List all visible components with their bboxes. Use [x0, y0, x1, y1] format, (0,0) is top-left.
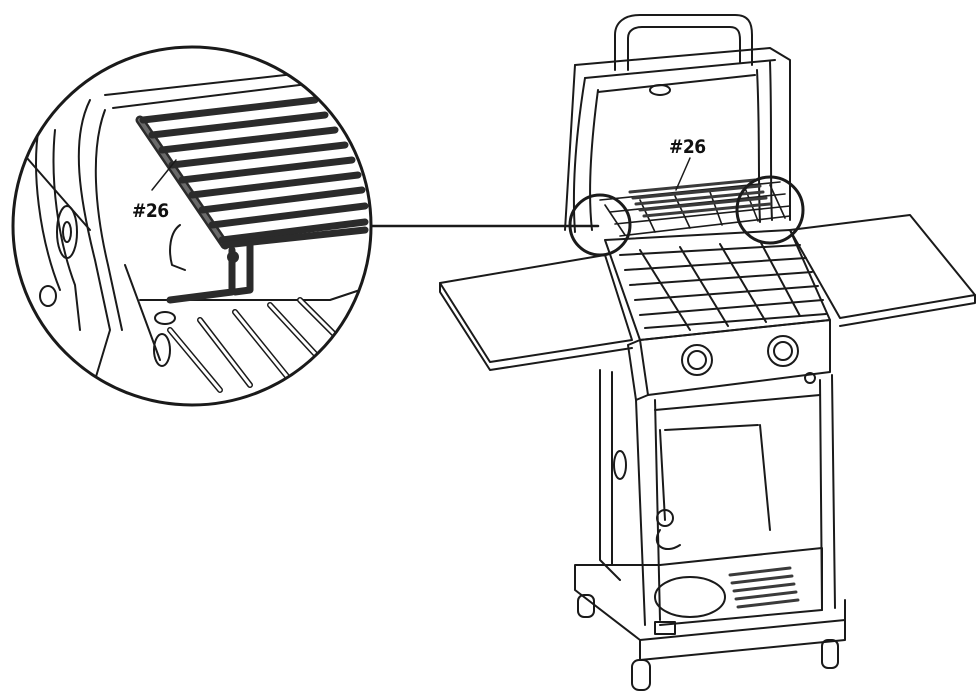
left-burner-knob-icon [681, 344, 713, 376]
regulator-icon [656, 509, 674, 527]
caster-wheels [577, 594, 839, 691]
main-leader-line [675, 157, 691, 191]
hinge-bolt-icon [56, 205, 78, 259]
warming-rack-zoom [135, 96, 369, 304]
part-label-zoom: #26 [132, 200, 169, 222]
part-label-main: #26 [669, 136, 706, 158]
zoom-circle-border [11, 45, 373, 407]
igniter-button-icon [804, 372, 816, 384]
tank-hole [654, 576, 726, 618]
warming-rack-main [599, 178, 791, 237]
left-side-shelf [439, 254, 633, 363]
right-side-shelf [789, 214, 976, 319]
gas-grill [439, 14, 976, 691]
callout-circle-right [735, 175, 805, 245]
right-burner-knob-icon [767, 335, 799, 367]
zoom-detail-view [11, 45, 373, 407]
zoom-leader-line [151, 159, 177, 191]
